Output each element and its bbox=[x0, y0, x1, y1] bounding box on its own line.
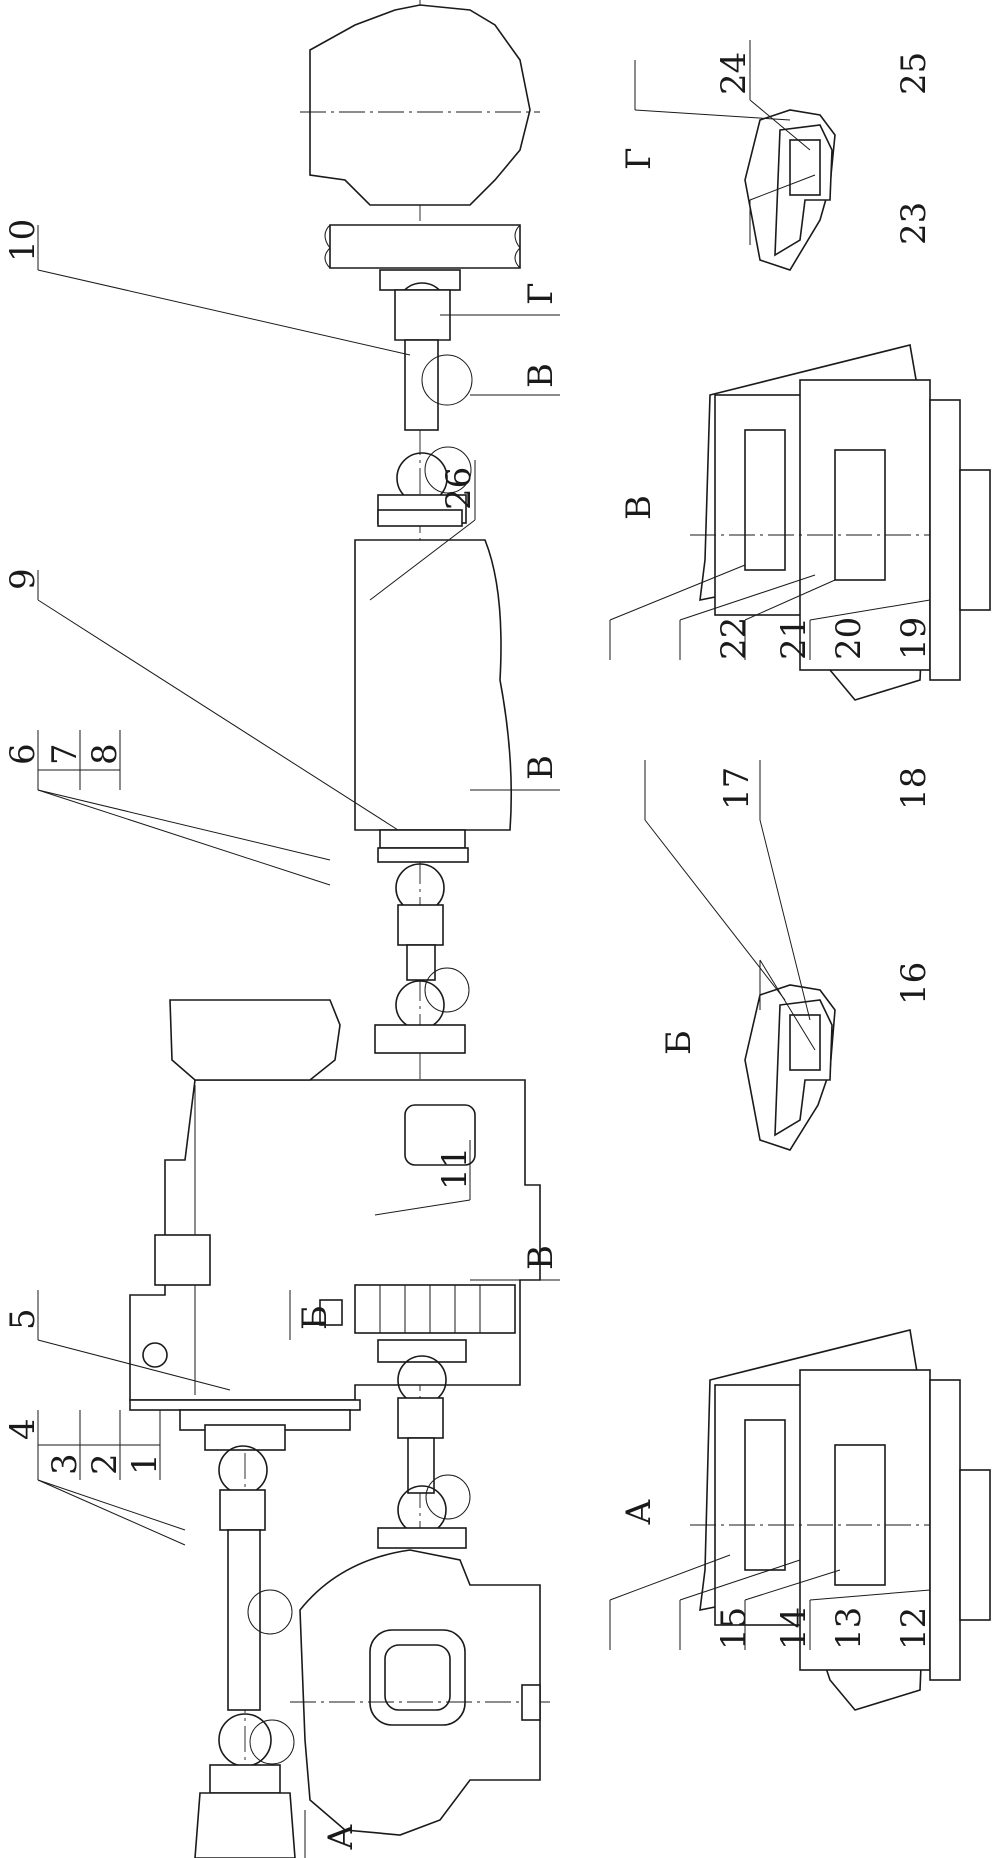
detail-g-seal bbox=[744, 109, 836, 271]
callout-16: 16 bbox=[894, 962, 934, 1005]
detail-a-section bbox=[690, 1329, 991, 1711]
callout-7: 7 bbox=[45, 743, 85, 765]
view-ref-v-middle: В bbox=[521, 755, 561, 780]
callout-17: 17 bbox=[717, 767, 757, 810]
view-title-b: Б bbox=[659, 1030, 699, 1055]
callout-23: 23 bbox=[894, 202, 934, 245]
callout-1: 1 bbox=[125, 1453, 165, 1475]
view-labels: Г В В В Б А Г В Б А bbox=[295, 147, 699, 1850]
callout-13: 13 bbox=[829, 1607, 869, 1650]
callout-6: 6 bbox=[3, 743, 43, 765]
view-title-g: Г bbox=[619, 147, 659, 170]
callout-22: 22 bbox=[714, 617, 754, 660]
detail-b-seal bbox=[744, 984, 836, 1151]
upper-driveshaft bbox=[377, 269, 473, 527]
callout-3: 3 bbox=[45, 1453, 85, 1475]
driveline-main-view bbox=[129, 0, 550, 1858]
view-ref-v-lower: В bbox=[521, 1245, 561, 1270]
view-ref-b: Б bbox=[295, 1305, 335, 1330]
callout-21: 21 bbox=[774, 617, 814, 660]
callout-12: 12 bbox=[894, 1607, 934, 1650]
callout-9: 9 bbox=[3, 568, 43, 590]
front-propeller-shaft bbox=[194, 1424, 296, 1858]
rear-axle-housing bbox=[300, 4, 540, 269]
callout-5: 5 bbox=[3, 1308, 43, 1330]
callout-14: 14 bbox=[774, 1607, 814, 1650]
callout-11: 11 bbox=[435, 1147, 475, 1190]
detail-v-section bbox=[690, 344, 991, 701]
front-axle-housing bbox=[290, 1549, 550, 1836]
view-ref-a: А bbox=[321, 1824, 361, 1850]
middle-driveshaft bbox=[374, 863, 470, 1054]
callout-20: 20 bbox=[829, 617, 869, 660]
callout-8: 8 bbox=[85, 743, 125, 765]
callout-26: 26 bbox=[439, 467, 479, 510]
callout-labels: 10 26 9 6 7 8 11 5 4 3 2 1 24 25 23 22 2… bbox=[3, 52, 934, 1650]
callout-18: 18 bbox=[894, 767, 934, 810]
callout-24: 24 bbox=[714, 52, 754, 95]
view-title-a: А bbox=[619, 1499, 659, 1525]
view-ref-v-upper: В bbox=[521, 363, 561, 388]
intermediate-housing bbox=[354, 539, 513, 863]
view-title-v: В bbox=[619, 495, 659, 520]
lower-driveshaft bbox=[377, 1339, 471, 1549]
callout-15: 15 bbox=[714, 1607, 754, 1650]
callout-19: 19 bbox=[894, 617, 934, 660]
callout-25: 25 bbox=[894, 52, 934, 95]
transfer-case bbox=[129, 999, 541, 1431]
leader-lines bbox=[37, 40, 931, 1858]
callout-10: 10 bbox=[3, 219, 43, 262]
callout-4: 4 bbox=[3, 1418, 43, 1440]
callout-2: 2 bbox=[85, 1453, 125, 1475]
view-ref-g: Г bbox=[521, 282, 561, 305]
